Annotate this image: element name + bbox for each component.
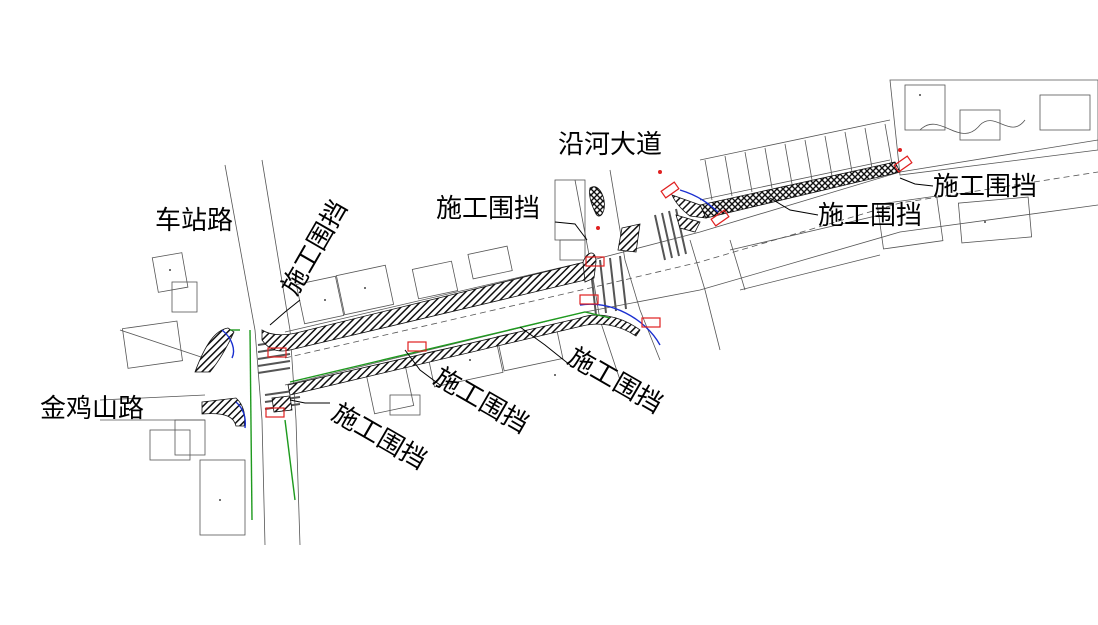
leader-line	[899, 177, 934, 187]
barrier-marker-box	[265, 407, 285, 418]
edge-line-blue	[221, 329, 235, 359]
barrier-marker-box	[579, 294, 599, 305]
leader-line	[554, 221, 588, 241]
cross-road-west-edge	[224, 164, 266, 546]
road-label-yanhe: 沿河大道	[558, 130, 662, 160]
leader-line	[769, 197, 819, 216]
callout-label-east-far: 施工围挡	[933, 172, 1037, 202]
ne-block-outline	[889, 79, 1098, 176]
small-map-marks	[169, 94, 986, 501]
building-block	[559, 239, 586, 261]
building-block	[389, 394, 421, 416]
building-block	[122, 320, 183, 369]
building-block	[467, 245, 513, 280]
construction-zones	[194, 161, 901, 427]
barrier-marker-box	[641, 317, 661, 328]
main-road-north-edge	[284, 139, 1098, 333]
building-block	[199, 459, 246, 536]
barrier-zone-south-stub	[271, 395, 293, 413]
building-block	[957, 196, 1033, 244]
ne-landscape-curves	[919, 119, 1026, 134]
leader-line	[404, 349, 441, 386]
main-road-centerline	[284, 171, 1098, 359]
callout-label-east-middle: 施工围挡	[818, 201, 922, 231]
barrier-marker-box	[585, 256, 605, 267]
building-block	[171, 281, 198, 313]
building-block	[411, 260, 459, 300]
barrier-marker-box	[407, 341, 427, 352]
building-block	[295, 275, 345, 325]
barrier-zone-south-main	[287, 314, 641, 396]
edge-line-green	[249, 329, 253, 521]
barrier-zone-east-lower	[675, 214, 701, 233]
road-label-chezhan: 车站路	[155, 206, 233, 236]
callout-label-southwest: 施工围挡	[327, 398, 432, 476]
median-island-east	[617, 223, 641, 253]
barrier-zone-east-fan	[671, 194, 707, 219]
leader-line	[269, 299, 301, 326]
crosswalk-mid	[589, 255, 627, 316]
building-block	[151, 252, 189, 293]
barrier-zone-west-corner-sw	[201, 397, 246, 427]
cross-road-2-east	[609, 169, 661, 361]
callout-label-north-intersection: 施工围挡	[436, 194, 540, 224]
barrier-marker-box	[660, 181, 680, 199]
cross-road-2-west	[574, 179, 621, 381]
crosswalk-east	[654, 208, 687, 261]
parking-stalls	[699, 119, 893, 201]
leader-line	[519, 326, 571, 366]
median-island-west	[589, 186, 605, 217]
building-block	[335, 264, 395, 316]
barrier-marker-box	[893, 155, 913, 173]
building-block	[1039, 94, 1091, 131]
se-road-edge	[729, 214, 881, 291]
cross-road-3	[689, 239, 746, 351]
edge-line-green	[284, 419, 296, 501]
road-label-jinjishan: 金鸡山路	[40, 394, 144, 424]
barrier-marker-box	[267, 347, 287, 358]
building-block	[174, 419, 206, 456]
building-block	[904, 84, 946, 131]
barrier-marker-dots	[596, 148, 902, 230]
barrier-zone-west-corner-nw	[194, 327, 235, 373]
leader-line	[289, 399, 330, 404]
callout-label-south-east: 施工围挡	[563, 342, 668, 420]
callout-leaders	[269, 177, 934, 404]
edge-line-blue	[679, 189, 719, 213]
edge-line-green	[289, 311, 611, 383]
barrier-marker-box	[710, 209, 730, 227]
building-block	[959, 109, 1001, 141]
callout-label-west-vertical: 施工围挡	[276, 195, 354, 300]
edge-line-blue	[235, 401, 246, 429]
callout-label-south-middle: 施工围挡	[429, 362, 534, 440]
cross-road-east-edge	[261, 159, 301, 546]
building-block	[876, 195, 944, 250]
building-block	[149, 429, 191, 461]
barrier-markers	[265, 155, 913, 418]
